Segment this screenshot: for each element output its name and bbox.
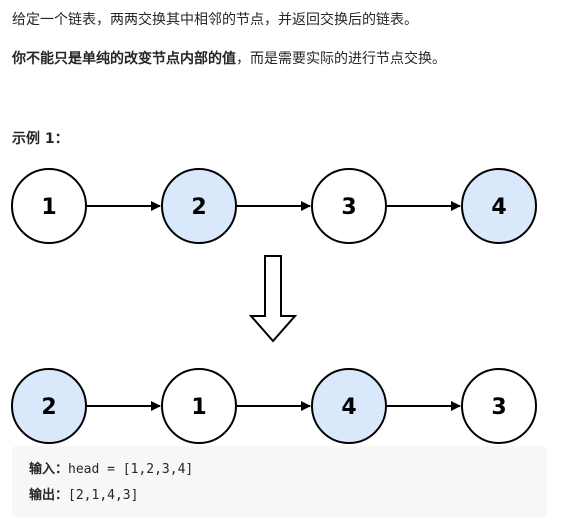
- node-after-1: [11, 368, 87, 444]
- example-heading: 示例 1：: [12, 131, 69, 147]
- node-after-1-label: 2: [41, 395, 56, 420]
- node-before-1: [11, 168, 87, 244]
- node-after-2: [161, 368, 237, 444]
- output-label: 输出：: [29, 488, 69, 503]
- example-input: 输入：head = [1,2,3,4]: [29, 460, 193, 480]
- list-after: 2 1 4 3: [11, 368, 537, 444]
- example-output: 输出：[2,1,4,3]: [29, 486, 138, 506]
- node-after-4-label: 3: [491, 395, 506, 420]
- constraint-rest-text: ，而是需要实际的进行节点交换。: [236, 51, 446, 67]
- node-before-2: [161, 168, 237, 244]
- node-before-3-label: 3: [341, 195, 356, 220]
- node-before-4: [461, 168, 537, 244]
- list-before: 1 2 3 4: [11, 168, 537, 244]
- input-label: 输入：: [29, 462, 69, 477]
- output-value: [2,1,4,3]: [68, 488, 139, 503]
- input-value: head = [1,2,3,4]: [68, 462, 194, 477]
- example-io-block: 输入：head = [1,2,3,4] 输出：[2,1,4,3]: [12, 446, 547, 517]
- problem-description: 给定一个链表，两两交换其中相邻的节点，并返回交换后的链表。: [12, 12, 418, 28]
- node-after-3: [311, 368, 387, 444]
- node-before-3: [311, 168, 387, 244]
- node-before-2-label: 2: [191, 195, 206, 220]
- problem-constraint: 你不能只是单纯的改变节点内部的值，而是需要实际的进行节点交换。: [12, 49, 446, 69]
- node-before-4-label: 4: [491, 195, 506, 220]
- constraint-bold-text: 你不能只是单纯的改变节点内部的值: [12, 51, 236, 67]
- down-arrow-icon: [248, 255, 298, 343]
- node-after-2-label: 1: [191, 395, 206, 420]
- node-after-4: [461, 368, 537, 444]
- node-after-3-label: 4: [341, 395, 356, 420]
- node-before-1-label: 1: [41, 195, 56, 220]
- linked-list-diagram: 1 2 3 4 2 1 4 3: [11, 168, 537, 444]
